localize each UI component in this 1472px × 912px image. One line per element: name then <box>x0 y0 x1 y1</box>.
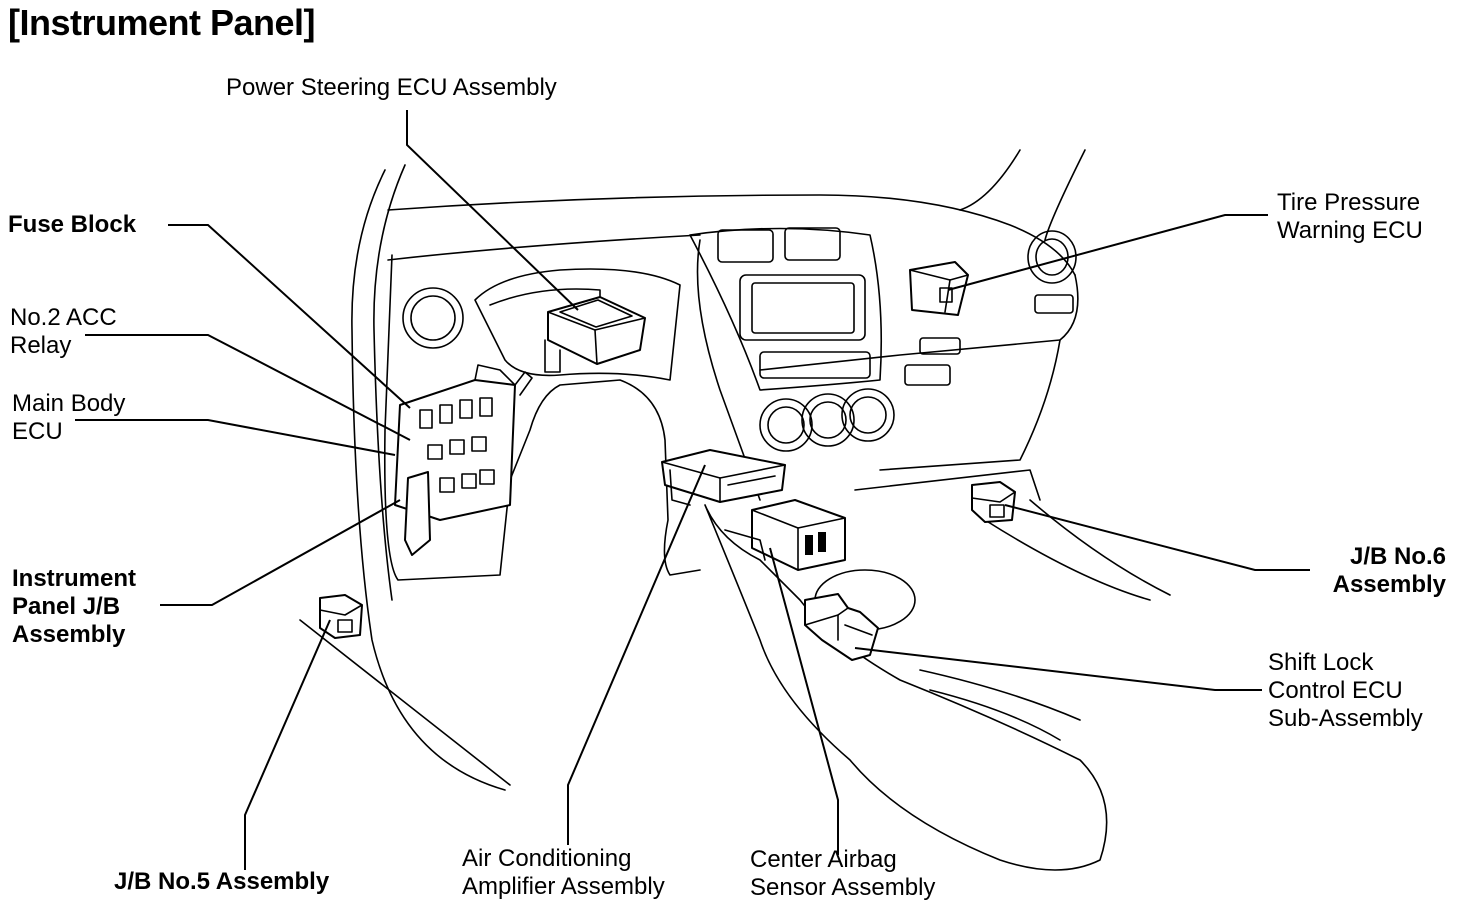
label-power-steering-ecu: Power Steering ECU Assembly <box>226 74 557 101</box>
tire-pressure-ecu <box>909 261 969 316</box>
jb5-assembly <box>319 594 363 639</box>
label-jb5: J/B No.5 Assembly <box>114 868 330 895</box>
label-fuse-block: Fuse Block <box>8 211 137 238</box>
ac-amplifier <box>661 449 786 506</box>
fuse-block-assembly <box>394 364 533 556</box>
center-airbag-sensor <box>724 499 846 571</box>
label-instrument-panel-jb: Instrument Panel J/B Assembly <box>12 565 137 648</box>
right-vent <box>1027 230 1077 284</box>
label-ac-amplifier: Air Conditioning Amplifier Assembly <box>462 845 665 900</box>
left-pillar <box>351 169 506 791</box>
dashboard-top <box>387 194 1076 276</box>
leader-tire-pressure <box>947 214 1268 291</box>
knob-right <box>841 388 895 442</box>
leader-fuse-block <box>168 224 411 409</box>
center-stack <box>689 227 883 391</box>
label-shift-lock-ecu: Shift Lock Control ECU Sub-Assembly <box>1268 649 1423 732</box>
leader-ac-amplifier <box>567 464 706 845</box>
label-tire-pressure-ecu: Tire Pressure Warning ECU <box>1277 189 1423 244</box>
leader-jb5 <box>244 619 331 870</box>
leader-power-steering <box>406 110 579 311</box>
jb6-assembly <box>971 481 1016 523</box>
dashboard-body <box>383 254 701 581</box>
display-screen <box>739 274 866 341</box>
label-jb6: J/B No.6 Assembly <box>1332 543 1446 598</box>
leader-main-body-ecu <box>75 419 396 456</box>
leader-jb6 <box>1004 504 1310 571</box>
label-main-body-ecu: Main Body ECU <box>12 390 126 445</box>
leader-instrument-panel-jb <box>160 499 401 606</box>
left-vent <box>402 287 464 349</box>
knob-center <box>801 393 855 447</box>
shift-lock-ecu <box>804 593 879 661</box>
label-acc-relay: No.2 ACC Relay <box>10 304 117 359</box>
label-airbag-sensor: Center Airbag Sensor Assembly <box>750 846 936 901</box>
knob-left <box>759 398 813 452</box>
meter-hood <box>474 268 681 381</box>
leader-shift-lock <box>854 647 1262 691</box>
diagram-title: [Instrument Panel] <box>8 2 316 43</box>
power-steering-ecu <box>544 296 646 373</box>
leader-airbag <box>769 547 839 855</box>
leader-acc-relay <box>85 334 411 441</box>
